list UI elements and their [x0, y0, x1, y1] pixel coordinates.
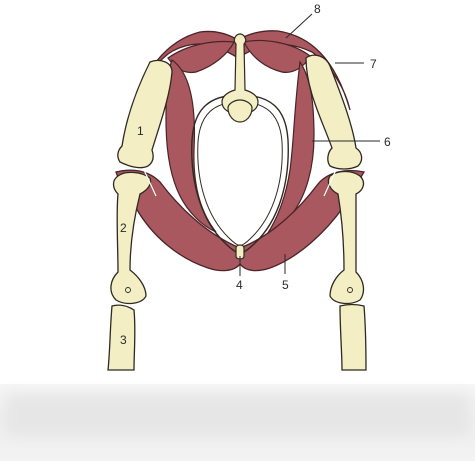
label-8: 8 — [314, 2, 321, 16]
label-3: 3 — [120, 333, 127, 347]
right-humerus — [328, 172, 363, 304]
right-forearm — [340, 305, 366, 371]
leader-line-8 — [286, 14, 312, 38]
label-4: 4 — [236, 278, 243, 292]
left-scapula — [118, 60, 172, 167]
label-5: 5 — [282, 278, 289, 292]
label-1: 1 — [137, 124, 144, 138]
label-6: 6 — [384, 135, 391, 149]
label-7: 7 — [370, 57, 377, 71]
blurred-caption-text — [6, 394, 469, 436]
label-2: 2 — [120, 221, 127, 235]
